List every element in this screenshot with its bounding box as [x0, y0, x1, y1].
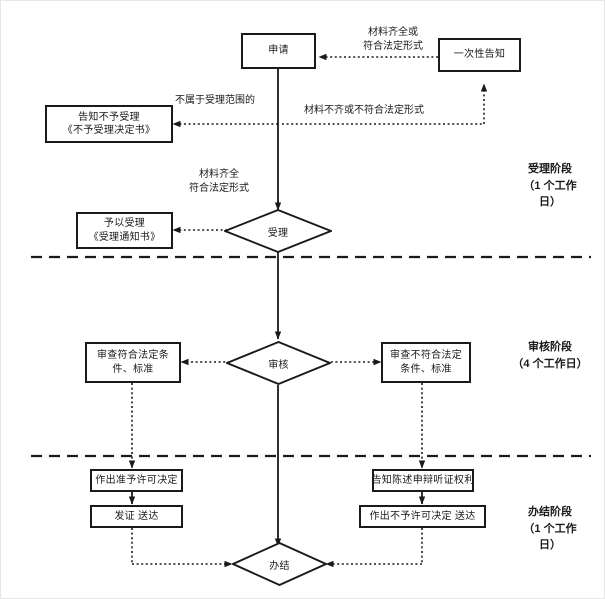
- node-review-fail[interactable]: 审查不符合法定 条件、标准: [381, 342, 471, 383]
- stage-label-complete: 办结阶段 （1 个工作 日）: [502, 504, 598, 554]
- stage-label-review: 审核阶段 （4 个工作日）: [502, 339, 598, 372]
- node-complete[interactable]: 办结: [232, 542, 327, 586]
- node-accept-grant-line1: 予以受理: [103, 218, 146, 229]
- node-review-pass[interactable]: 审查符合法定条 件、标准: [85, 342, 181, 383]
- edge-label-materials-incomplete: 材料不齐或不符合法定形式: [304, 104, 464, 118]
- node-review-fail-line1: 审查不符合法定: [389, 350, 463, 361]
- edge-label-out-of-scope: 不属于受理范围的: [175, 94, 285, 108]
- edge-label-out-of-scope-text: 不属于受理范围的: [175, 95, 255, 106]
- edge-label-materials-complete-line2: 符合法定形式: [189, 182, 249, 194]
- node-accept-grant-line2: 《受理通知书》: [88, 231, 161, 243]
- edge-label-materials-complete-or-legal: 材料齐全或 符合法定形式: [338, 26, 448, 53]
- stage-label-accept-name: 受理阶段: [528, 163, 572, 175]
- node-review-fail-line2: 条件、标准: [400, 363, 452, 375]
- node-apply-label: 申请: [268, 45, 289, 57]
- node-apply[interactable]: 申请: [241, 33, 316, 69]
- node-deny-permit[interactable]: 作出不予许可决定 送达: [359, 505, 486, 528]
- stage-label-review-days1: （4 个工作日）: [512, 357, 588, 370]
- stage-label-accept-days1: （1 个工作: [523, 179, 577, 192]
- node-review-pass-line1: 审查符合法定条: [96, 350, 170, 361]
- stage-label-complete-name: 办结阶段: [528, 506, 572, 518]
- node-grant-permit[interactable]: 作出准予许可决定: [90, 469, 183, 492]
- stage-label-accept: 受理阶段 （1 个工作 日）: [502, 161, 598, 211]
- node-deny-permit-label: 作出不予许可决定 送达: [369, 510, 476, 522]
- node-complete-label: 办结: [269, 560, 290, 572]
- node-one-time-notice[interactable]: 一次性告知: [438, 38, 521, 72]
- edge-label-materials-complete-line1: 材料齐全: [199, 169, 239, 180]
- node-review-pass-line2: 件、标准: [112, 363, 154, 375]
- node-one-time-notice-label: 一次性告知: [453, 49, 506, 61]
- node-accept-grant[interactable]: 予以受理 《受理通知书》: [76, 212, 173, 249]
- node-notify-reject-line2: 《不予受理决定书》: [62, 125, 156, 136]
- node-issue-deliver-label: 发证 送达: [114, 510, 159, 522]
- stage-label-complete-days2: 日）: [539, 539, 561, 551]
- stage-label-review-name: 审核阶段: [528, 341, 572, 353]
- node-notify-rights[interactable]: 告知陈述申辩听证权利: [372, 469, 474, 492]
- edge-label-materials-incomplete-text: 材料不齐或不符合法定形式: [304, 105, 424, 116]
- node-accept-decision-label: 受理: [267, 227, 289, 239]
- node-notify-reject[interactable]: 告知不予受理 《不予受理决定书》: [45, 105, 173, 143]
- node-issue-deliver[interactable]: 发证 送达: [90, 505, 183, 528]
- node-review-decision[interactable]: 审核: [226, 341, 331, 385]
- stage-label-accept-days2: 日）: [539, 196, 561, 208]
- node-review-decision-label: 审核: [268, 359, 289, 371]
- stage-label-complete-days1: （1 个工作: [523, 522, 577, 535]
- edge-label-materials-complete: 材料齐全 符合法定形式: [164, 168, 274, 195]
- edge-label-materials-complete-or-legal-line2: 符合法定形式: [363, 40, 423, 52]
- node-grant-permit-label: 作出准予许可决定: [95, 474, 178, 486]
- edge-label-materials-complete-or-legal-line1: 材料齐全或: [368, 27, 418, 38]
- node-accept-decision[interactable]: 受理: [224, 209, 332, 253]
- node-notify-reject-line1: 告知不予受理: [78, 111, 140, 123]
- node-notify-rights-label: 告知陈述申辩听证权利: [371, 474, 475, 486]
